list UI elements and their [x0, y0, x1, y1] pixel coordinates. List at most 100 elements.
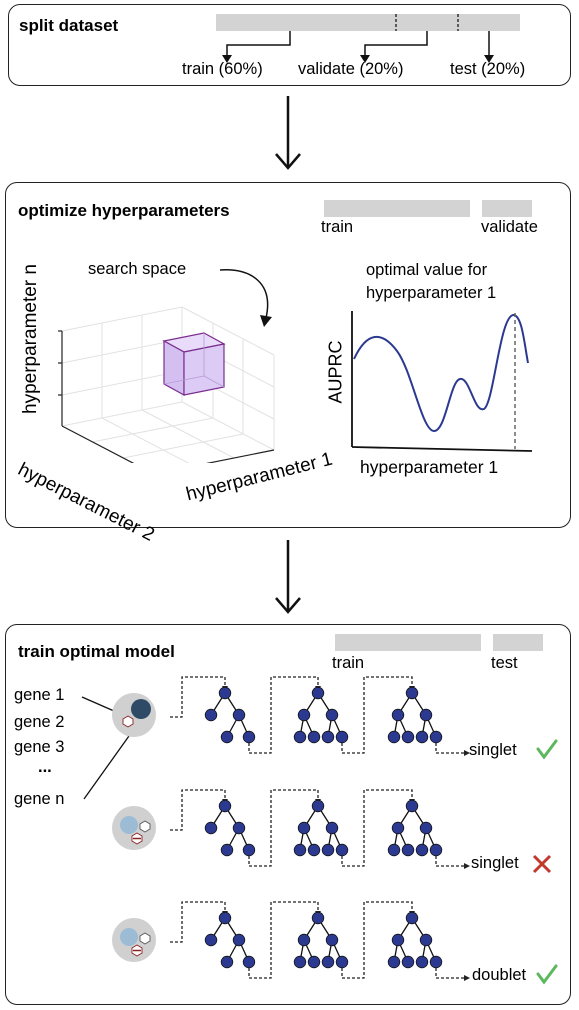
connector-line [341, 901, 413, 979]
connector-line [248, 676, 319, 754]
barcode-icon [139, 932, 151, 945]
tree-node [218, 686, 232, 700]
tree-node [325, 933, 339, 947]
connector-arrowhead [464, 863, 470, 869]
boosting-diagram [81, 676, 558, 985]
tree-node [415, 955, 429, 969]
tree-node [335, 843, 349, 857]
final-train-bar [335, 634, 481, 651]
tree-node [321, 843, 335, 857]
barcode-icon [139, 820, 151, 833]
gene-label: gene 1 [14, 686, 65, 704]
optimize-validate-label: validate [481, 218, 538, 236]
tree-node [311, 911, 325, 925]
search-space-label: search space [88, 260, 187, 278]
tree-node [387, 843, 401, 857]
tree-node [335, 955, 349, 969]
tree-node [429, 730, 443, 744]
gene-connector-line [83, 728, 135, 800]
connector-line [341, 789, 413, 867]
train-model-title: train optimal model [18, 642, 175, 661]
tree-node [293, 843, 307, 857]
final-test-label: test [491, 654, 518, 672]
cross-icon [532, 854, 552, 874]
tree-node [297, 933, 311, 947]
tree-node [321, 955, 335, 969]
prediction-label: singlet [471, 854, 519, 872]
connector-line [170, 676, 226, 718]
optimize-validate-bar [482, 200, 532, 217]
tree-node [419, 821, 433, 835]
connector-line [248, 901, 319, 979]
gene-connector-line [81, 696, 115, 712]
optimize-train-bar [324, 200, 470, 217]
tree-node [297, 821, 311, 835]
tree-node [335, 730, 349, 744]
optimize-train-label: train [321, 218, 354, 236]
tree-node [218, 799, 232, 813]
auprc-plot [351, 311, 533, 452]
connector-line [435, 968, 464, 979]
tree-node [325, 821, 339, 835]
tree-node [242, 843, 256, 857]
tree-node [387, 955, 401, 969]
tree-node [387, 730, 401, 744]
tree-node [311, 799, 325, 813]
tree-node [204, 933, 218, 947]
tree-node [405, 911, 419, 925]
tree-node [293, 730, 307, 744]
tree-node [415, 730, 429, 744]
tree-node [204, 708, 218, 722]
plot-x-axis-label: hyperparameter 1 [360, 457, 499, 477]
tree-node [391, 933, 405, 947]
validate-split-label: validate (20%) [298, 60, 404, 78]
tree-node [232, 708, 246, 722]
auprc-curve [353, 314, 529, 433]
connector-line [435, 856, 464, 867]
gene-label: gene n [14, 790, 65, 808]
tree-node [232, 933, 246, 947]
connector-arrowhead [464, 975, 470, 981]
tree-node [401, 955, 415, 969]
connector-arrowhead [464, 750, 470, 756]
tree-node [204, 821, 218, 835]
split-arrows [222, 14, 494, 63]
tree-node [220, 955, 234, 969]
tree-node [391, 708, 405, 722]
tree-node [405, 799, 419, 813]
tree-node [391, 821, 405, 835]
split-dataset-title: split dataset [19, 16, 119, 35]
connector-line [170, 789, 226, 831]
hyperparameter-n-axis-label: hyperparameter n [20, 264, 41, 414]
flow-arrow-2 [275, 540, 301, 614]
connector-line [170, 901, 226, 943]
train-model-panel: train optimal model train test gene 1 ge… [5, 624, 571, 1005]
barcode-icon [122, 715, 134, 728]
check-icon [536, 964, 558, 985]
search-space-grid [58, 269, 275, 463]
tree-node [297, 708, 311, 722]
train-split-label: train (60%) [182, 60, 263, 78]
check-icon [536, 739, 558, 760]
nucleus-icon [131, 699, 151, 719]
tree-node [220, 843, 234, 857]
tree-node [307, 730, 321, 744]
connector-line [435, 743, 464, 754]
optimize-panel: optimize hyperparameters train validate … [5, 182, 571, 546]
flow-arrow-1 [275, 96, 301, 170]
final-test-bar [493, 634, 543, 651]
tree-node [401, 730, 415, 744]
tree-node [401, 843, 415, 857]
connector-line [248, 789, 319, 867]
nucleus-icon [120, 928, 138, 946]
dataset-bar [216, 14, 520, 31]
tree-node [307, 955, 321, 969]
final-train-label: train [332, 654, 365, 672]
tree-node [218, 911, 232, 925]
tree-node [405, 686, 419, 700]
tree-node [242, 730, 256, 744]
tree-node [429, 843, 443, 857]
optimize-title: optimize hyperparameters [18, 201, 230, 220]
tree-node [232, 821, 246, 835]
search-space-cube [162, 332, 226, 397]
